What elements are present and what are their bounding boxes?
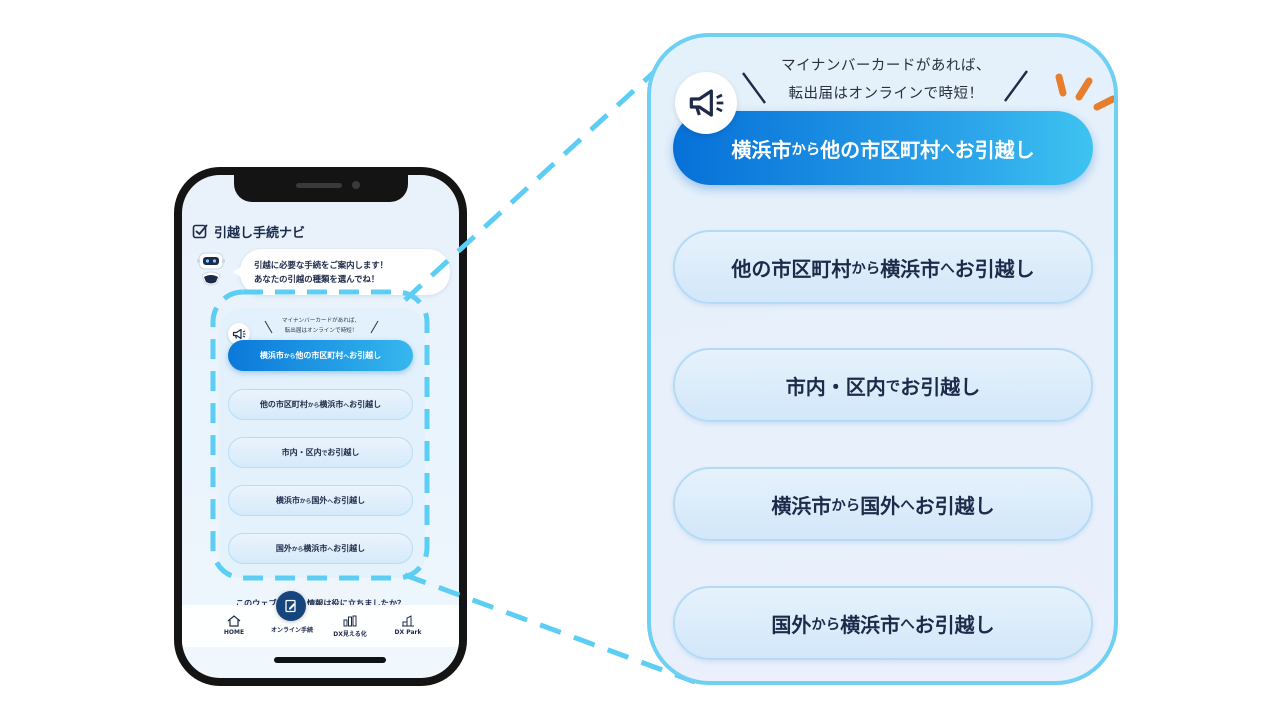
camera-dot [352, 181, 360, 189]
option-text: 他の市区町村 [295, 351, 344, 360]
zoomed-option-panel: マイナンバーカードがあれば、 転出届はオンラインで時短！ 横浜市から他の市区町村… [647, 33, 1118, 685]
option-text: 国外 [771, 612, 812, 637]
phone-frame: 引越し手続ナビ 引越に必要な手続をご案内します！ あなたの引越の種類を選んでね！ [174, 167, 467, 686]
option-text-small: へ [900, 497, 915, 514]
option-text: 国外 [311, 496, 328, 505]
guide-line-2: あなたの引越の種類を選んでね！ [254, 274, 380, 284]
option-text: 他の市区町村 [731, 256, 852, 281]
option-text: お引越し [954, 137, 1035, 162]
option-text-small: から [811, 616, 841, 633]
phone-notch [234, 175, 408, 202]
option-text: 横浜市 [259, 351, 284, 360]
notice-slash-right-icon [1004, 70, 1028, 102]
option-abroad-to-yokohama-button[interactable]: 国外から横浜市へお引越し [228, 533, 413, 564]
option-text: 国外 [275, 544, 292, 553]
notice-slash-left-icon [742, 72, 766, 104]
option-other-to-yokohama-button[interactable]: 他の市区町村から横浜市へお引越し [228, 389, 413, 420]
option-yokohama-to-abroad-button[interactable]: 横浜市から国外へお引越し [228, 485, 413, 516]
buildings-icon [402, 615, 414, 627]
option-text: 他の市区町村 [820, 137, 941, 162]
option-text-small: で [885, 378, 901, 395]
option-text-small: から [299, 499, 312, 505]
zoom-option-abroad-to-yokohama-button[interactable]: 国外から横浜市へお引越し [673, 586, 1093, 660]
zoom-notice-line-1: マイナンバーカードがあれば、 [781, 58, 991, 74]
option-text-small: から [307, 403, 320, 409]
online-procedure-fab[interactable] [276, 591, 306, 621]
option-text: 横浜市 [731, 137, 792, 162]
notice-line-2: 転出届はオンラインで時短！ [284, 328, 358, 334]
speaker [296, 183, 342, 188]
feedback-text-start: このウェブサ [235, 598, 285, 608]
robot-mascot-icon [197, 252, 225, 286]
tab-dx-visual[interactable]: DX見える化 [318, 609, 382, 638]
option-text: 横浜市 [840, 612, 901, 637]
option-text: お引越し [327, 448, 360, 457]
option-text-small: へ [900, 616, 915, 633]
tab-home-label: HOME [223, 629, 245, 636]
feedback-question: このウェブサ 情報は役に立ちましたか？ [182, 597, 459, 609]
option-text: お引越し [900, 374, 981, 399]
option-text: お引越し [349, 400, 382, 409]
tab-dx-park-label: DX Park [394, 629, 422, 636]
tab-online-label: オンライン手続 [270, 627, 313, 634]
zoom-option-other-to-yokohama-button[interactable]: 他の市区町村から横浜市へお引越し [673, 230, 1093, 304]
phone-screen: 引越し手続ナビ 引越に必要な手続をご案内します！ あなたの引越の種類を選んでね！ [182, 175, 459, 678]
home-icon [227, 615, 241, 627]
option-text: お引越し [333, 496, 366, 505]
option-text: お引越し [333, 544, 366, 553]
zoom-option-yokohama-to-abroad-button[interactable]: 横浜市から国外へお引越し [673, 467, 1093, 541]
tab-home[interactable]: HOME [202, 609, 266, 636]
option-text-small: から [291, 547, 304, 553]
tab-online-procedures[interactable]: オンライン手続 [260, 625, 324, 634]
option-text-small: へ [940, 141, 955, 158]
option-text: 横浜市 [275, 496, 300, 505]
option-text-small: へ [940, 260, 955, 277]
option-text-small: から [831, 497, 861, 514]
option-text: 他の市区町村 [259, 400, 308, 409]
option-text: お引越し [914, 493, 995, 518]
bar-chart-icon [343, 615, 357, 627]
option-text: 市内・区内 [785, 374, 886, 399]
option-text: 横浜市 [771, 493, 832, 518]
option-text: 市内・区内 [281, 448, 322, 457]
option-text: 横浜市 [880, 256, 941, 281]
option-text-small: から [791, 141, 821, 158]
option-within-city-button[interactable]: 市内・区内でお引越し [228, 437, 413, 468]
zoom-notice-line-2: 転出届はオンラインで時短！ [788, 86, 984, 102]
zoom-megaphone-icon [675, 72, 737, 134]
notice-line-1: マイナンバーカードがあれば、 [281, 318, 361, 324]
option-text-small: から [851, 260, 881, 277]
option-text: 横浜市 [319, 400, 344, 409]
guide-line-1: 引越に必要な手続をご案内します！ [254, 260, 388, 270]
zoom-option-yokohama-to-other-button[interactable]: 横浜市から他の市区町村へお引越し [673, 111, 1093, 185]
option-text: お引越し [349, 351, 382, 360]
checkbox-icon [192, 224, 208, 239]
page-title-text: 引越し手続ナビ [214, 225, 306, 241]
option-text-small: から [283, 354, 296, 360]
tab-dx-visual-label: DX見える化 [333, 631, 367, 638]
zoom-option-within-city-button[interactable]: 市内・区内でお引越し [673, 348, 1093, 422]
feedback-text-end: 情報は役に立ちましたか？ [306, 598, 406, 608]
home-indicator [274, 657, 386, 663]
option-yokohama-to-other-button[interactable]: 横浜市から他の市区町村へお引越し [228, 340, 413, 371]
option-text: 横浜市 [303, 544, 328, 553]
bottom-tab-bar: HOME オンライン手続 DX見える化 DX Park [182, 605, 459, 647]
edit-document-icon [285, 599, 296, 613]
option-text: 国外 [860, 493, 901, 518]
tab-dx-park[interactable]: DX Park [376, 609, 440, 636]
guide-speech-bubble: 引越に必要な手続をご案内します！ あなたの引越の種類を選んでね！ [233, 249, 450, 295]
option-text: お引越し [914, 612, 995, 637]
option-text: お引越し [954, 256, 1035, 281]
sparkle-accent-icon [1055, 73, 1114, 111]
page-title: 引越し手続ナビ [192, 221, 305, 241]
